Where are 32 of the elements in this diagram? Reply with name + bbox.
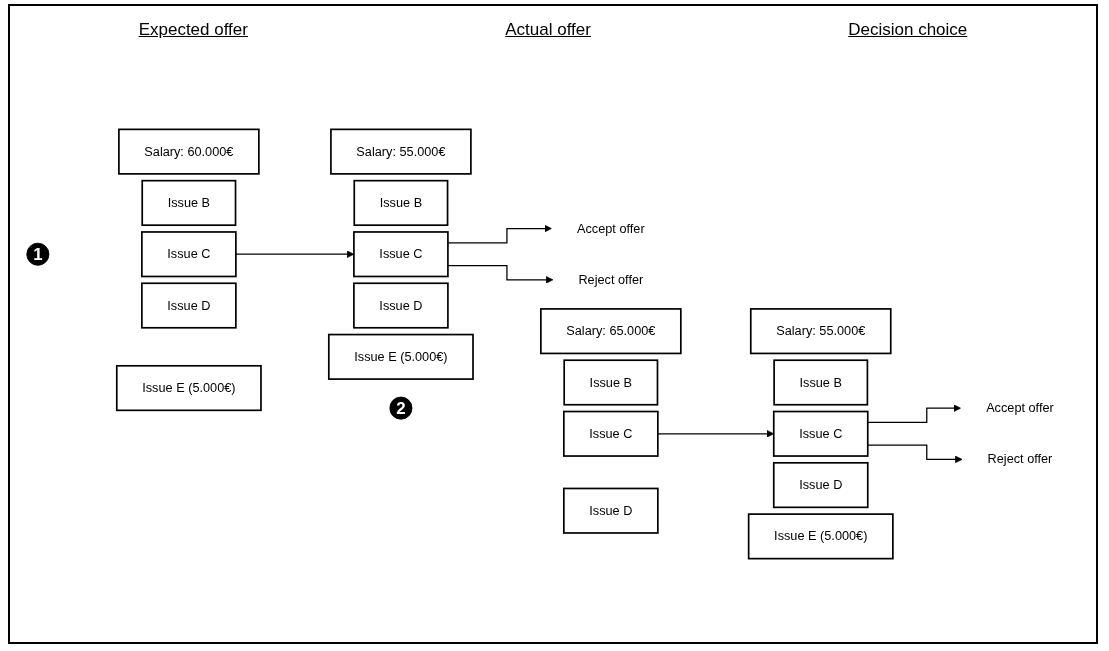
node-box: Issue E (5.000€) [327, 333, 474, 380]
node-text: Accept offer [577, 220, 645, 236]
node-box: Salary: 55.000€ [749, 308, 892, 355]
node-circle: 2 [389, 396, 413, 420]
arrow [447, 264, 554, 284]
arrow [867, 444, 963, 464]
node-circle: 1 [26, 242, 50, 266]
node-box: Issue B [773, 359, 869, 406]
node-box: Issue E (5.000€) [115, 364, 262, 412]
node-box: Issue D [563, 487, 659, 534]
node-box: Issue D [772, 461, 869, 509]
node-box: Issue B [353, 179, 449, 227]
node-text: Reject offer [987, 451, 1053, 466]
node-text: Accept offer [986, 400, 1054, 415]
column-heading: Actual offer [505, 20, 591, 40]
node-box: Issue D [353, 282, 449, 329]
arrow [447, 224, 552, 244]
node-box: Salary: 60.000€ [118, 128, 260, 175]
node-box: Issue D [141, 282, 237, 329]
node-box: Issue E (5.000€) [747, 513, 894, 560]
node-box: Salary: 55.000€ [330, 128, 472, 175]
node-text: Reject offer [578, 272, 644, 287]
node-box: Issue C [563, 410, 659, 457]
node-box: Salary: 65.000€ [540, 308, 682, 355]
arrow [867, 404, 962, 424]
node-box: Issue B [563, 359, 659, 406]
node-box: Issue B [141, 179, 237, 227]
column-heading: Expected offer [138, 20, 248, 40]
node-box: Issue C [353, 231, 449, 278]
node-box: Issue C [141, 231, 237, 278]
node-box: Issue C [772, 410, 869, 457]
column-heading: Decision choice [848, 20, 968, 40]
